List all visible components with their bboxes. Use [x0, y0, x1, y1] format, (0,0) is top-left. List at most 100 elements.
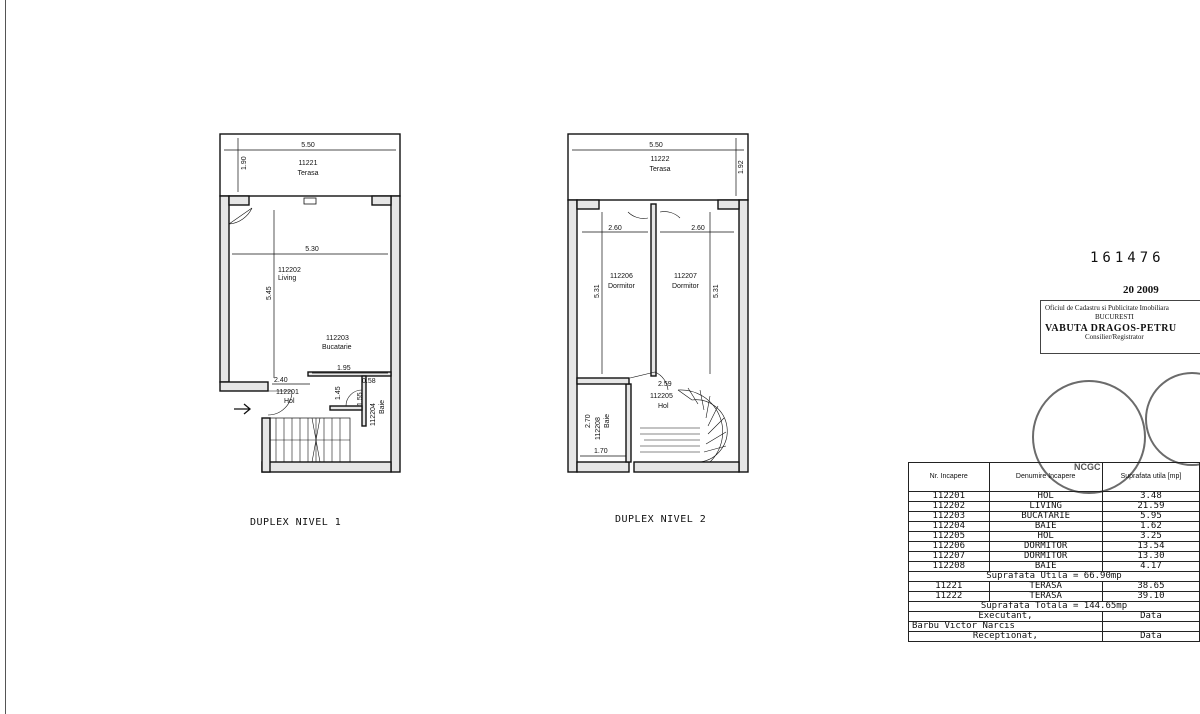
- wall-stair-left: [261, 417, 271, 473]
- bath-code: 112204: [370, 403, 377, 426]
- cell-room-name: HOL: [988, 491, 1103, 502]
- door-bedroom-2: [659, 211, 681, 219]
- cell-surface: 4.17: [1101, 561, 1200, 572]
- cell-surface: 1.62: [1101, 521, 1200, 532]
- terrace-width-dim: 5.50: [649, 142, 663, 149]
- executant-label: Executant,: [908, 611, 1103, 622]
- bedroom1-width-dim: 2.60: [608, 225, 622, 232]
- cell-room-name: TERASA: [988, 581, 1103, 592]
- hall-side-dim: 1.45: [335, 386, 342, 400]
- door-terrace: [228, 207, 253, 225]
- cell-room-name: HOL: [988, 531, 1103, 542]
- table-row: 112201 HOL 3.48: [908, 491, 1200, 502]
- bedroom1-height-dim: 5.31: [594, 284, 601, 298]
- cell-room-name: DORMITOR: [988, 551, 1103, 562]
- header-surface: Suprafata utila [mp]: [1101, 462, 1200, 492]
- terrace-outline: [219, 133, 401, 197]
- cell-room-number: 112208: [908, 561, 990, 572]
- partition-bath: [625, 383, 632, 463]
- util-total-row: Suprafata Utila = 66.90mp: [908, 571, 1200, 582]
- cell-room-number: 11221: [908, 581, 990, 592]
- bath-width-dim: 1.70: [594, 448, 608, 455]
- bedroom2-height-dim: 5.31: [713, 284, 720, 298]
- table-row: 112206 DORMITOR 13.54: [908, 541, 1200, 552]
- kitchen-name: Bucatarie: [322, 344, 352, 351]
- receptionat-row: Receptionat, Data: [908, 631, 1200, 642]
- bedroom2-width-dim: 2.60: [691, 225, 705, 232]
- util-total: Suprafata Utila = 66.90mp: [908, 571, 1200, 582]
- bath-dim-width: 1.95: [337, 365, 351, 372]
- cell-room-number: 112203: [908, 511, 990, 522]
- living-code: 112202: [278, 267, 301, 274]
- partition-kitchen: [307, 371, 392, 377]
- cell-room-name: BAIE: [988, 521, 1103, 532]
- cell-room-name: BAIE: [988, 561, 1103, 572]
- stamp-registrar-role: Consilier/Registrator: [1085, 333, 1144, 341]
- table-row: 112204 BAIE 1.62: [908, 521, 1200, 532]
- wall-right: [738, 199, 749, 473]
- living-width-dim: 5.30: [305, 246, 319, 253]
- bath-name: Baie: [604, 414, 611, 428]
- executant-name: Barbu Victor Narcis: [908, 621, 1103, 632]
- wall-left: [219, 195, 230, 383]
- cell-room-number: 112206: [908, 541, 990, 552]
- hall-width-dim: 2.40: [274, 377, 288, 384]
- partition-bath: [361, 375, 367, 427]
- bedroom1-code: 112206: [610, 273, 633, 280]
- level-1-caption: DUPLEX NIVEL 1: [250, 517, 342, 528]
- bath-code: 112208: [595, 417, 602, 440]
- bedroom2-code: 112207: [674, 273, 697, 280]
- cell-room-number: 112204: [908, 521, 990, 532]
- partition-bedrooms: [650, 203, 657, 377]
- window: [303, 197, 317, 205]
- cell-room-name: DORMITOR: [988, 541, 1103, 552]
- cell-surface: 38.65: [1101, 581, 1200, 592]
- receptionat-date-label: Data: [1101, 631, 1200, 642]
- spiral-staircase: [640, 387, 728, 463]
- bedroom1-name: Dormitor: [608, 283, 636, 290]
- hall-name: Hol: [284, 398, 295, 405]
- cell-room-number: 112201: [908, 491, 990, 502]
- header-room-name: Denumire Incapere: [988, 462, 1103, 492]
- door-hall: [629, 371, 669, 391]
- terrace-depth-dim: 1.90: [241, 156, 248, 170]
- stamp-registrar-name: VABUTA DRAGOS-PETRU: [1045, 323, 1177, 334]
- table-row: 112207 DORMITOR 13.30: [908, 551, 1200, 562]
- wall-bottom-right: [633, 461, 740, 473]
- table-row: 112205 HOL 3.25: [908, 531, 1200, 542]
- cell-room-number: 11222: [908, 591, 990, 602]
- cadastre-office-stamp: 20 2009 Oficiul de Cadastru si Publicita…: [1040, 285, 1200, 354]
- partition-bath-top: [576, 377, 630, 385]
- table-row: 11221 TERASA 38.65: [908, 581, 1200, 592]
- registration-number: 161476: [1090, 250, 1165, 266]
- cell-room-number: 112205: [908, 531, 990, 542]
- wall-top-left: [576, 199, 600, 210]
- level-2-caption: DUPLEX NIVEL 2: [615, 514, 707, 525]
- hall-code: 112205: [650, 393, 673, 400]
- living-name: Living: [278, 275, 296, 282]
- page-edge-line: [5, 0, 6, 714]
- executant-date-value: [1101, 621, 1200, 632]
- cell-surface: 21.59: [1101, 501, 1200, 512]
- table-row: 11222 TERASA 39.10: [908, 591, 1200, 602]
- executant-name-row: Barbu Victor Narcis: [908, 621, 1200, 632]
- wall-bottom: [261, 461, 392, 473]
- receptionat-label: Receptionat,: [908, 631, 1103, 642]
- wall-top-right: [717, 199, 740, 210]
- terrace-code: 11221: [299, 160, 318, 167]
- second-seal-partial: [1145, 372, 1200, 466]
- hall-code: 112201: [276, 389, 299, 396]
- wall-bottom-left: [576, 461, 630, 473]
- terrace-name: Terasa: [297, 170, 318, 177]
- wall-left: [567, 199, 578, 473]
- cell-surface: 3.25: [1101, 531, 1200, 542]
- table-row: 112203 BUCATARIE 5.95: [908, 511, 1200, 522]
- wall-right: [390, 195, 401, 473]
- cell-room-number: 112202: [908, 501, 990, 512]
- stamp-date: 20 2009: [1123, 284, 1159, 296]
- wall-top-right: [371, 195, 392, 206]
- bath-name: Baie: [379, 400, 386, 414]
- table-row: 112208 BAIE 4.17: [908, 561, 1200, 572]
- cell-room-name: BUCATARIE: [988, 511, 1103, 522]
- cell-surface: 3.48: [1101, 491, 1200, 502]
